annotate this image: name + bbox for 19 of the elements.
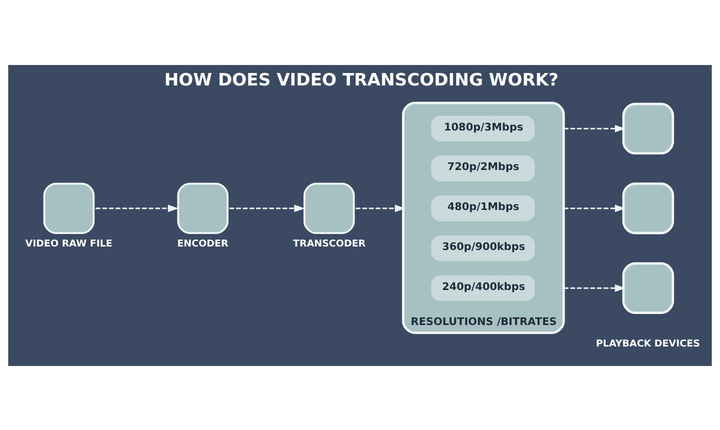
arrow [229, 204, 305, 212]
node-box: 1080p/3Mbps [431, 115, 535, 141]
arrow [564, 124, 626, 132]
diagram-title: HOW DOES VIDEO TRANSCODING WORK? [164, 70, 559, 90]
node-label: ENCODER [177, 238, 228, 249]
arrow [564, 204, 626, 212]
node-box: 720p/2Mbps [431, 155, 535, 181]
node-label: TRANSCODER [293, 238, 366, 249]
arrow [96, 204, 179, 212]
node-box [622, 182, 674, 234]
arrow [356, 204, 406, 212]
node-box: 360p/900kbps [431, 234, 535, 261]
node-box [622, 262, 674, 314]
label: PLAYBACK DEVICES [596, 338, 700, 350]
node-box: 480p/1Mbps [431, 195, 535, 221]
node-box [622, 102, 674, 154]
node-box: 240p/400kbps [431, 274, 535, 300]
node-label: VIDEO RAW FILE [25, 238, 112, 249]
arrow [564, 284, 626, 292]
